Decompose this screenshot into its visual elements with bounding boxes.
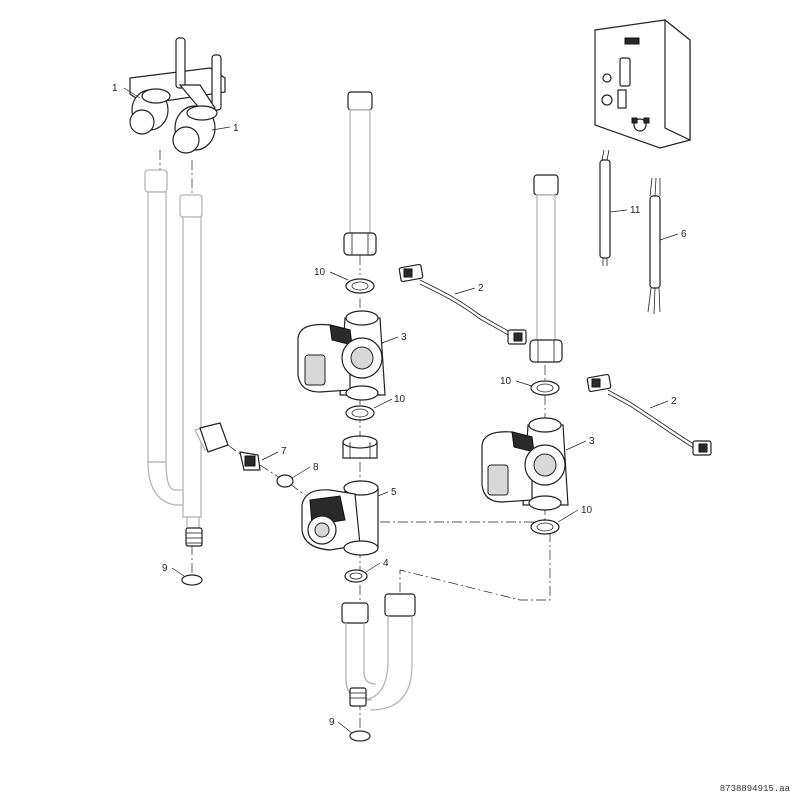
callout-6: 6 xyxy=(681,229,687,240)
callout-10-a: 10 xyxy=(314,267,326,278)
seal-8 xyxy=(276,474,294,488)
seal-4 xyxy=(344,569,368,583)
left-pipe-ends xyxy=(185,422,229,547)
callout-1-right: 1 xyxy=(233,123,239,134)
callout-5: 5 xyxy=(391,487,397,498)
seal-10-b xyxy=(345,405,375,421)
callout-7: 7 xyxy=(281,446,287,457)
callout-labels: 1 1 2 2 3 3 4 5 6 7 8 9 9 10 10 10 10 11 xyxy=(112,83,687,728)
seal-9-bottom xyxy=(349,730,371,742)
callout-2-right: 2 xyxy=(671,396,677,407)
callout-11: 11 xyxy=(630,205,641,216)
left-pipe-set xyxy=(144,169,226,543)
callout-4: 4 xyxy=(383,558,389,569)
mixing-valve-5 xyxy=(301,480,379,556)
fitting-7 xyxy=(239,451,261,471)
leader-lines xyxy=(123,87,679,734)
wire-6 xyxy=(647,177,661,315)
pump-cable-2-center xyxy=(398,263,527,345)
callout-3-center: 3 xyxy=(401,332,407,343)
circulation-pump-3-center xyxy=(297,310,386,401)
bottom-u-pipe xyxy=(341,593,416,711)
callout-10-d: 10 xyxy=(581,505,593,516)
seal-10-d xyxy=(530,519,560,535)
callout-1-left: 1 xyxy=(112,83,118,94)
pump-cable-2-right xyxy=(586,373,712,456)
union-nut-center xyxy=(342,435,378,459)
seal-9-left xyxy=(181,574,203,586)
document-number: 8738894915.aa xyxy=(719,784,790,794)
control-module xyxy=(594,18,691,149)
right-pipe xyxy=(529,174,563,363)
seal-10-c xyxy=(530,380,560,396)
callout-10-c: 10 xyxy=(500,376,512,387)
callout-2-center: 2 xyxy=(478,283,484,294)
callout-9-left: 9 xyxy=(162,563,168,574)
wire-11 xyxy=(599,149,611,266)
callout-3-right: 3 xyxy=(589,436,595,447)
callout-10-b: 10 xyxy=(394,394,406,405)
center-pipe xyxy=(343,91,377,256)
circulation-pump-3-right xyxy=(481,417,569,511)
callout-8: 8 xyxy=(313,462,319,473)
isolation-valve-pair xyxy=(129,37,226,154)
callout-9-bottom: 9 xyxy=(329,717,335,728)
seal-10-a xyxy=(345,278,375,294)
